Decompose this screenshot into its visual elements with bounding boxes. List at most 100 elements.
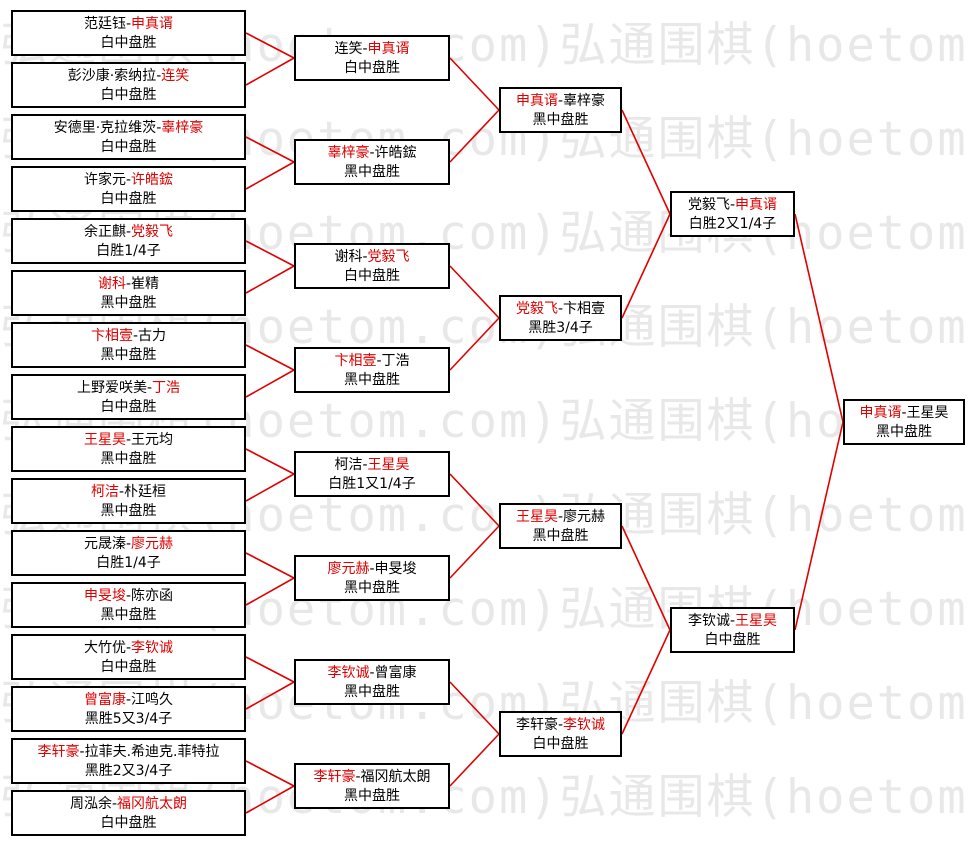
match-result: 黑中盘胜 [532,112,589,128]
player-separator: - [901,405,907,421]
player-2: 连笑 [161,68,190,84]
player-2: 王星昊 [906,405,949,421]
bracket-connector [245,136,295,163]
match-result: 黑胜3/4子 [528,320,593,336]
match-players: 辜梓豪-许皓鋐 [296,141,448,163]
player-1: 申旻埈 [83,588,126,604]
bracket-connector [794,213,844,423]
match-result: 白中盘胜 [344,268,400,284]
bracket-connector [449,109,500,163]
player-2: 崔精 [131,276,160,292]
player-2: 申旻埈 [374,561,417,577]
player-1: 范廷钰 [83,16,126,32]
match-result: 黑胜5又3/4子 [84,711,173,727]
match-players: 李钦诚-曾富康 [296,661,448,683]
match-box: 安德里·克拉维茨-辜梓豪白中盘胜 [11,114,246,160]
player-1: 彭沙康·索纳拉 [67,68,157,84]
match-players: 卞相壹-丁浩 [296,349,448,371]
match-players: 余正麒-党毅飞 [13,220,244,242]
player-1: 李轩豪 [515,717,558,733]
player-1: 党毅飞 [687,197,730,213]
player-separator: - [146,380,153,396]
bracket-connector [245,344,295,371]
player-1: 李钦诚 [687,613,730,629]
match-box: 申真谞-王星昊黑中盘胜 [843,399,965,445]
player-2: 党毅飞 [367,249,410,265]
match-players: 王星昊-廖元赫 [501,505,620,527]
player-2: 拉菲夫.希迪克.菲特拉 [84,744,220,760]
player-separator: - [118,484,125,500]
player-2: 福冈航太朗 [360,769,431,785]
match-box: 余正麒-党毅飞白胜1/4子 [11,218,246,264]
player-1: 申真谞 [515,93,558,109]
player-1: 谢科 [334,249,363,265]
player-separator: - [125,172,132,188]
match-box: 周泓余-福冈航太朗白中盘胜 [11,790,246,836]
player-1: 李轩豪 [37,744,80,760]
player-2: 李钦诚 [563,717,606,733]
match-players: 廖元赫-申旻埈 [296,557,448,579]
bracket-connector [621,629,671,735]
player-separator: - [369,561,375,577]
player-1: 卞相壹 [334,353,377,369]
player-separator: - [111,796,118,812]
player-2: 福冈航太朗 [117,796,188,812]
player-1: 大竹优 [83,640,126,656]
match-box: 卞相壹-古力黑中盘胜 [11,322,246,368]
player-2: 王星昊 [735,613,778,629]
match-result: 黑中盘胜 [100,295,157,311]
player-2: 王元均 [131,432,174,448]
player-separator: - [125,692,132,708]
player-separator: - [79,744,85,760]
player-separator: - [557,301,564,317]
player-1: 申真谞 [859,405,902,421]
match-result: 黑胜2又3/4子 [84,763,173,779]
player-1: 柯洁 [90,484,119,500]
bracket-connector [245,369,295,398]
match-result: 黑中盘胜 [100,451,157,467]
player-separator: - [125,640,132,656]
match-box: 李轩豪-福冈航太朗黑中盘胜 [294,763,450,809]
player-separator: - [125,16,132,32]
player-1: 卞相壹 [90,328,133,344]
bracket-connector [449,681,500,735]
player-separator: - [362,41,368,57]
player-separator: - [132,328,139,344]
match-result: 白胜2又1/4子 [688,216,777,232]
player-separator: - [362,249,368,265]
player-2: 曾富康 [374,665,417,681]
match-result: 黑中盘胜 [100,347,157,363]
player-1: 上野爱咲美 [76,380,147,396]
match-box: 范廷钰-申真谞白中盘胜 [11,10,246,56]
match-players: 柯洁-朴廷桓 [13,480,244,502]
bracket-connector [621,109,671,215]
bracket-connector [245,448,295,475]
player-2: 许皓鋐 [374,145,417,161]
match-box: 廖元赫-申旻埈黑中盘胜 [294,555,450,601]
bracket-connector [245,265,295,294]
player-1: 连笑 [334,41,363,57]
player-1: 曾富康 [83,692,126,708]
match-box: 党毅飞-卞相壹黑胜3/4子 [499,295,622,341]
bracket-connector [245,32,295,59]
player-2: 辜梓豪 [161,120,204,136]
player-1: 许家元 [83,172,126,188]
match-players: 卞相壹-古力 [13,324,244,346]
match-result: 白中盘胜 [344,60,400,76]
player-2: 古力 [138,328,167,344]
match-box: 李轩豪-拉菲夫.希迪克.菲特拉黑胜2又3/4子 [11,738,246,784]
bracket-connector [449,525,500,579]
match-result: 白胜1又1/4子 [328,476,416,492]
match-players: 申真谞-王星昊 [845,401,963,423]
match-result: 白中盘胜 [100,399,157,415]
match-players: 谢科-党毅飞 [296,245,448,267]
player-separator: - [729,613,736,629]
match-players: 柯洁-王星昊 [296,453,448,475]
bracket-connector [449,265,500,319]
match-box: 谢科-党毅飞白中盘胜 [294,243,450,289]
bracket-connector [245,552,295,579]
bracket-connector [245,785,295,814]
match-result: 白胜1/4子 [96,243,161,259]
player-separator: - [125,224,132,240]
player-2: 丁浩 [381,353,410,369]
